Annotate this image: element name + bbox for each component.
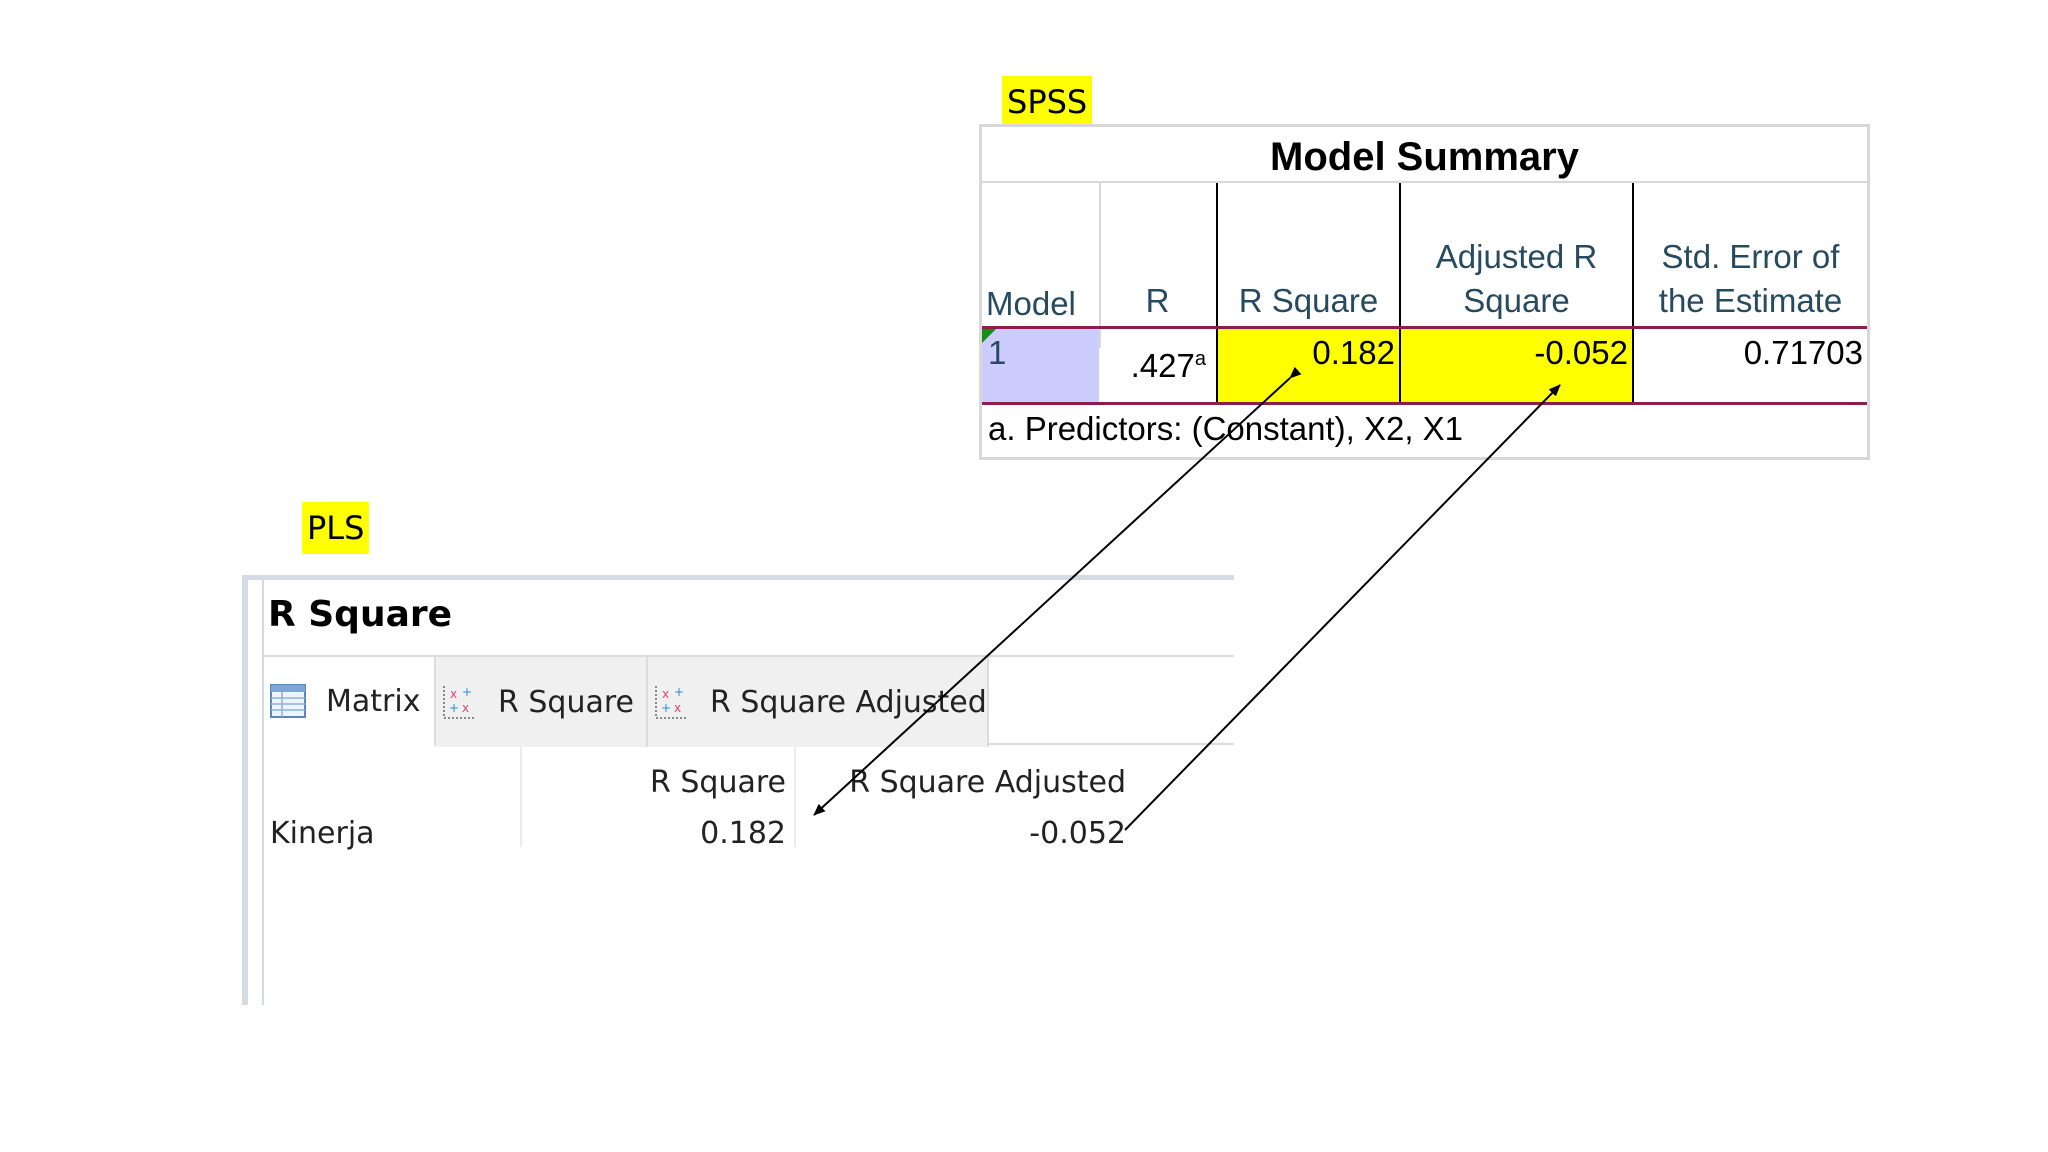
- pls-r-square-panel: R Square Matrix x +: [242, 575, 1234, 1005]
- pls-label: PLS: [302, 502, 370, 554]
- tab-r-square[interactable]: x + + x R Square: [436, 657, 648, 747]
- svg-text:+: +: [674, 685, 684, 699]
- cell-r-square: 0.182: [1218, 329, 1399, 402]
- svg-text:+: +: [449, 701, 459, 715]
- tab-matrix[interactable]: Matrix: [264, 657, 436, 747]
- cell-marker-icon: [982, 329, 996, 343]
- header-r-square: R Square: [1238, 282, 1379, 319]
- tab-bar: Matrix x + + x R Square x +: [264, 655, 1234, 747]
- header-adjusted-r-square-line1: Adjusted R: [1435, 238, 1598, 275]
- std-error-value: 0.71703: [1743, 334, 1863, 371]
- cell-adjusted-r-square: -0.052: [1401, 329, 1632, 402]
- column-divider: [794, 747, 796, 847]
- svg-text:+: +: [661, 701, 671, 715]
- panel-title: R Square: [268, 594, 453, 635]
- cell-r-square: 0.182: [700, 816, 786, 851]
- header-std-error-line1: Std. Error of: [1661, 238, 1840, 275]
- column-divider: [1216, 183, 1218, 404]
- column-header-r-square: R Square: [650, 765, 786, 800]
- model-value: 1: [988, 334, 1007, 371]
- spss-label: SPSS: [1002, 76, 1093, 128]
- header-separator: [982, 326, 1867, 329]
- adjusted-r-square-value: -0.052: [1534, 334, 1628, 371]
- svg-text:+: +: [462, 685, 472, 699]
- column-divider: [520, 747, 522, 847]
- tab-r-square-adjusted[interactable]: x + + x R Square Adjusted: [648, 657, 989, 747]
- cell-r-square-adjusted: -0.052: [1029, 816, 1126, 851]
- svg-text:x: x: [462, 701, 469, 715]
- table-icon: [270, 684, 306, 718]
- svg-text:x: x: [674, 701, 681, 715]
- header-adjusted-r-square-line2: Square: [1463, 282, 1570, 319]
- r-value: .427: [1130, 347, 1195, 384]
- tab-matrix-label: Matrix: [326, 683, 421, 719]
- table-title: Model Summary: [982, 127, 1867, 183]
- r-footnote-marker: a: [1194, 348, 1206, 370]
- svg-text:x: x: [662, 687, 669, 701]
- header-std-error-line2: the Estimate: [1658, 282, 1843, 319]
- column-divider: [1099, 183, 1101, 348]
- cell-std-error: 0.71703: [1634, 329, 1867, 402]
- header-r: R: [1145, 282, 1170, 319]
- cell-model[interactable]: 1: [982, 329, 1099, 402]
- tab-r-square-adjusted-label: R Square Adjusted: [710, 684, 987, 720]
- column-divider: [1399, 183, 1401, 404]
- scatter-plot-icon: x + + x: [443, 685, 476, 719]
- spss-model-summary-table: Model Summary Model R R Square Adjusted …: [979, 124, 1870, 460]
- svg-text:x: x: [450, 687, 457, 701]
- scatter-plot-icon: x + + x: [655, 685, 688, 719]
- row-separator: [982, 402, 1867, 405]
- column-header-r-square-adjusted: R Square Adjusted: [849, 765, 1126, 800]
- cell-r: .427a: [1099, 329, 1216, 402]
- r-square-value: 0.182: [1312, 334, 1395, 371]
- header-model: Model: [986, 285, 1076, 322]
- tab-r-square-label: R Square: [498, 684, 634, 720]
- table-footnote: a. Predictors: (Constant), X2, X1: [988, 410, 1464, 447]
- row-label-kinerja: Kinerja: [270, 816, 375, 851]
- column-divider: [1632, 183, 1634, 404]
